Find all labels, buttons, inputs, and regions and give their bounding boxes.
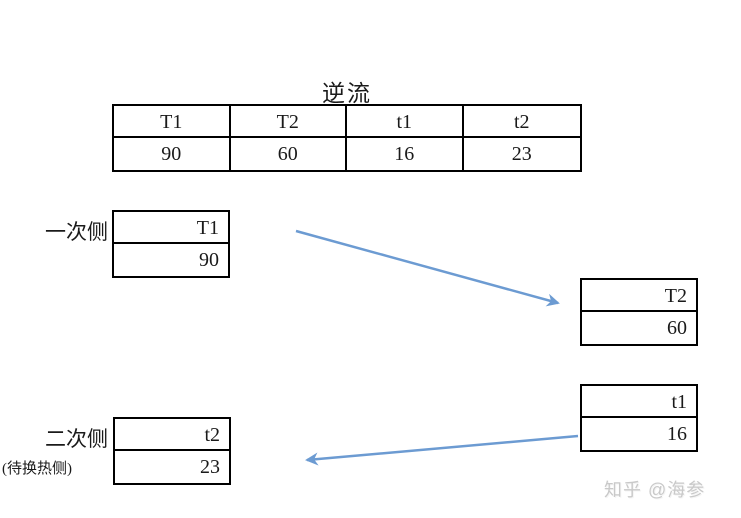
secondary-side-label: 二次侧 [45,427,108,451]
watermark: 知乎 @海参 [604,480,706,500]
secondary-side-note: (待换热侧) [2,461,72,477]
t2-box: T2 60 [580,278,698,346]
t2-box-value: 60 [667,317,687,339]
arrow-t1-to-secondary [305,434,579,466]
t1-box-label: t1 [582,386,696,418]
table-header-cell: T1 [114,106,231,138]
secondary-box-value: 23 [200,456,220,478]
t1-box: t1 16 [580,384,698,452]
table-value-cell: 23 [511,143,532,165]
table-title: 逆流 [322,81,372,106]
primary-box-value: 90 [199,249,219,271]
arrow-primary-to-t2 [295,229,560,307]
table-value-cell: 16 [347,138,464,170]
secondary-box: t2 23 [113,417,231,485]
primary-box: T1 90 [112,210,230,278]
primary-box-label: T1 [114,212,228,244]
table-header-cell: t1 [347,106,464,138]
t2-box-label: T2 [582,280,696,312]
secondary-box-label: t2 [115,419,229,451]
table-value-cell: 90 [114,138,231,170]
table-header-cell: T2 [230,106,347,138]
table-header-cell: t2 [463,106,580,138]
table-value-cell: 60 [231,138,347,170]
counterflow-table: T1 T2 t1 t2 90 60 16 23 [112,104,582,172]
primary-side-label: 一次侧 [45,220,108,244]
t1-box-value: 16 [667,423,687,445]
